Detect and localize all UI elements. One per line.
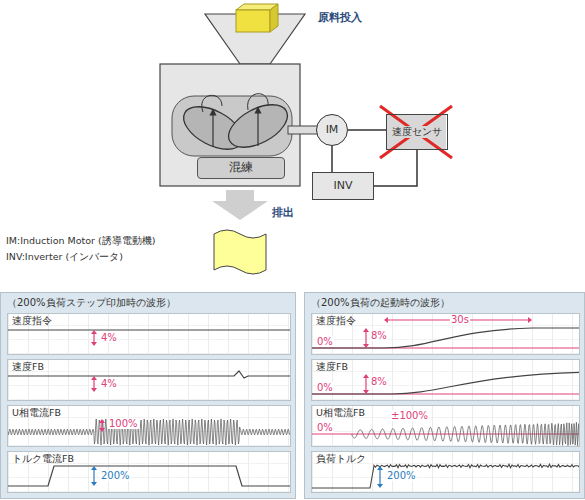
signal-name: 速度指令 (316, 316, 356, 326)
rotation-arrow (212, 112, 213, 146)
arrow-head (91, 388, 97, 392)
wire (331, 146, 333, 172)
waveform-strip: 速度指令 4% (7, 313, 291, 355)
value-label: 200% (100, 470, 131, 481)
waveform-strip: 速度指令 0% 8% 30s (311, 313, 580, 355)
mixing-blade (222, 96, 294, 156)
cross-mark (380, 106, 452, 158)
sensor-fill (386, 114, 446, 150)
signal-name: 速度指令 (12, 316, 52, 326)
chart-panel: （200%負荷の起動時の波形） 速度指令 0% 8% 30s 速度FB 0% 8% U相電流FB… (304, 292, 585, 499)
signal-name: トルク電流FB (12, 454, 74, 464)
value-label: 0% (316, 382, 334, 393)
box-label: 混練 (229, 161, 253, 175)
trace-line (312, 372, 580, 394)
material-cube (236, 10, 270, 32)
kneaded-product (214, 230, 266, 274)
process-box: 混練 (197, 157, 285, 179)
magnitude-arrow (101, 422, 102, 429)
arrow-head (91, 330, 97, 334)
rotation-arrow (248, 94, 269, 110)
arrow-head (91, 342, 97, 346)
arrow-head (99, 428, 105, 432)
magnitude-arrow (379, 469, 380, 485)
chart-panel: （200%負荷ステップ印加時の波形） 速度指令 4% 速度FB 4% U相電流FB 100%… (0, 292, 296, 499)
abbreviation-note: INV:Inverter (インバータ) (6, 252, 123, 262)
abbreviation-note: IM:Induction Motor (誘導電動機) (6, 236, 155, 246)
value-label: 0% (316, 422, 334, 433)
signal-name: U相電流FB (316, 408, 365, 418)
material-cube (270, 4, 278, 32)
waveform-strip: 速度FB 0% 8% (311, 359, 580, 401)
magnitude-arrow (93, 333, 94, 343)
rotation-arrow (202, 95, 222, 112)
magnitude-arrow (93, 469, 94, 483)
box-label: 速度センサ (391, 126, 443, 138)
trace-line (312, 328, 580, 348)
speed-sensor-box: 速度センサ (386, 114, 448, 150)
signal-name: U相電流FB (12, 408, 61, 418)
motor-circle: IM (316, 114, 348, 146)
trace-line (8, 329, 291, 330)
waveform-strip: トルク電流FB 200% (7, 451, 291, 493)
value-label: ±100% (390, 410, 429, 421)
magnitude-arrow (365, 331, 366, 345)
arrow-head (363, 374, 369, 378)
waveform-trace (8, 360, 291, 401)
arrow-head (377, 484, 383, 488)
arrow-head (91, 376, 97, 380)
box-label: INV (334, 180, 353, 193)
trace-line (8, 371, 291, 378)
box-label: IM (326, 124, 339, 137)
value-label: 8% (370, 376, 388, 387)
trace-line (312, 464, 580, 488)
magnitude-arrow (93, 379, 94, 389)
arrow-head (91, 482, 97, 486)
panel-title: （200%負荷の起動時の波形） (311, 297, 450, 308)
input-label: 原料投入 (318, 12, 362, 24)
waveform-trace (312, 360, 580, 401)
signal-name: 負荷トルク (316, 454, 366, 464)
waveform-strip: 負荷トルク 200% (311, 451, 580, 493)
inverter-box: INV (312, 172, 374, 200)
cross-mark (380, 106, 452, 158)
wire (348, 129, 386, 131)
arrow-head (363, 390, 369, 394)
waveform-strip: 速度FB 4% (7, 359, 291, 401)
value-label: 100% (108, 418, 139, 429)
value-label: 30s (450, 314, 470, 325)
magnitude-arrow (365, 377, 366, 391)
rotation-arrow (257, 110, 258, 146)
arrow-head (384, 317, 388, 323)
shaft (288, 126, 318, 134)
wire (374, 150, 417, 186)
waveform-strip: U相電流FB 100% (7, 405, 291, 447)
output-label: 排出 (272, 207, 294, 219)
arrow-head (528, 317, 532, 323)
arrow-head (363, 344, 369, 348)
trace-line (8, 419, 291, 445)
arrow-head (91, 466, 97, 470)
mixer-housing (160, 64, 300, 186)
waveform-strip: U相電流FB 0% ±100% (311, 405, 580, 447)
arrow-head (363, 328, 369, 332)
panel-title: （200%負荷ステップ印加時の波形） (7, 297, 176, 308)
arrow-head (99, 419, 105, 423)
value-label: 4% (100, 378, 118, 389)
discharge-arrow (212, 190, 268, 220)
arrow-head (377, 466, 383, 470)
trace-line (352, 422, 580, 446)
trace-line (8, 466, 291, 486)
value-label: 0% (316, 336, 334, 347)
value-label: 8% (370, 330, 388, 341)
signal-name: 速度FB (316, 362, 348, 372)
value-label: 200% (386, 470, 417, 481)
signal-name: 速度FB (12, 362, 44, 372)
value-label: 4% (100, 332, 118, 343)
